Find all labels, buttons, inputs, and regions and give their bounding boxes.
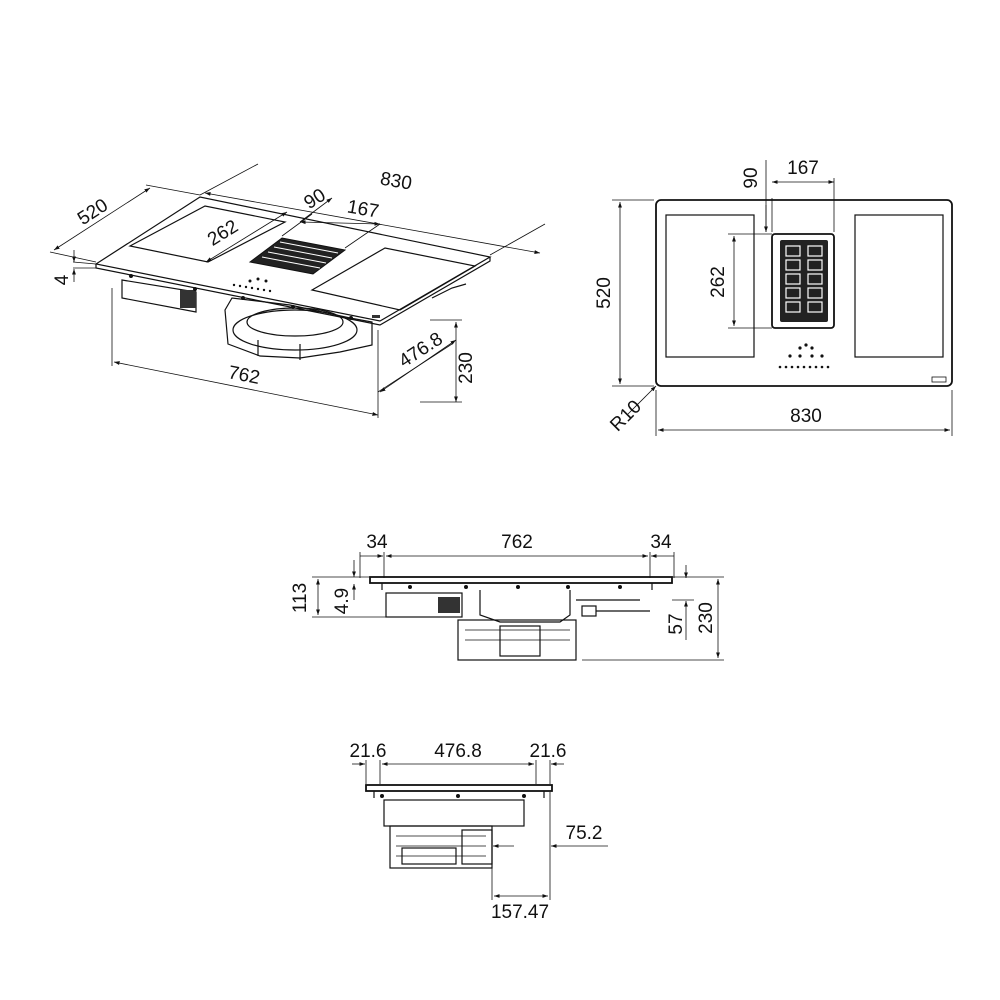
top-view: 167 90 262 520 R10 830: [594, 158, 953, 436]
dim-cutout-476-8: 476.8: [395, 329, 446, 373]
dim-margin-right-21-6: 21.6: [530, 741, 567, 762]
dim-height-113: 113: [290, 583, 311, 613]
dim-width-830: 830: [790, 406, 822, 427]
unit-body: [383, 799, 525, 827]
dim-outlet-75-2: 75.2: [566, 823, 603, 844]
extractor-grille: [780, 240, 828, 322]
front-view: 34 762 34 113 4.9 57 230: [290, 532, 724, 661]
fan-housing: [224, 297, 373, 359]
dim-depth-520: 520: [74, 195, 112, 230]
dim-width-830: 830: [379, 168, 414, 194]
dim-depth-520: 520: [594, 277, 615, 309]
perspective-view: 830 520 4 262 90 167 762 476.8 23: [49, 163, 546, 418]
dim-outlet-157-47: 157.47: [491, 902, 549, 923]
extractor-frame: [771, 233, 835, 329]
dim-margin-right-34: 34: [650, 532, 672, 553]
dim-connection-57: 57: [666, 613, 687, 634]
fan-motor-housing: [457, 619, 577, 661]
hob-outline: [655, 199, 953, 387]
electronics-box: [385, 592, 463, 618]
dim-margin-left-34: 34: [366, 532, 388, 553]
control-panel-dots: [778, 343, 830, 369]
dim-cutout-762: 762: [501, 532, 533, 553]
dim-cutout-476-8: 476.8: [434, 741, 482, 762]
dim-height-230: 230: [696, 602, 717, 634]
dim-margin-left-21-6: 21.6: [350, 741, 387, 762]
dim-cutout-762: 762: [226, 362, 261, 389]
dim-zone-262: 262: [204, 216, 242, 251]
dim-height-230: 230: [456, 352, 477, 384]
dim-extractor-90: 90: [741, 167, 762, 188]
side-view: 21.6 476.8 21.6 75.2 157.47: [350, 741, 608, 923]
glass-top: [369, 576, 673, 584]
extractor-grille: [248, 237, 347, 275]
control-panel-dots: [232, 277, 272, 293]
electronics-box: [121, 279, 197, 313]
fan-upper: [479, 590, 571, 623]
glass-top: [365, 784, 553, 792]
right-zone: [854, 214, 944, 358]
dim-glass-4-9: 4.9: [332, 588, 353, 614]
right-cooking-zone: [310, 247, 477, 311]
dim-extractor-167: 167: [787, 158, 819, 179]
fan-housing: [389, 825, 493, 869]
left-zone: [665, 214, 755, 358]
dim-extractor-90: 90: [301, 185, 330, 214]
dim-extractor-262: 262: [708, 266, 729, 298]
dim-glass-thickness-4: 4: [52, 274, 73, 285]
